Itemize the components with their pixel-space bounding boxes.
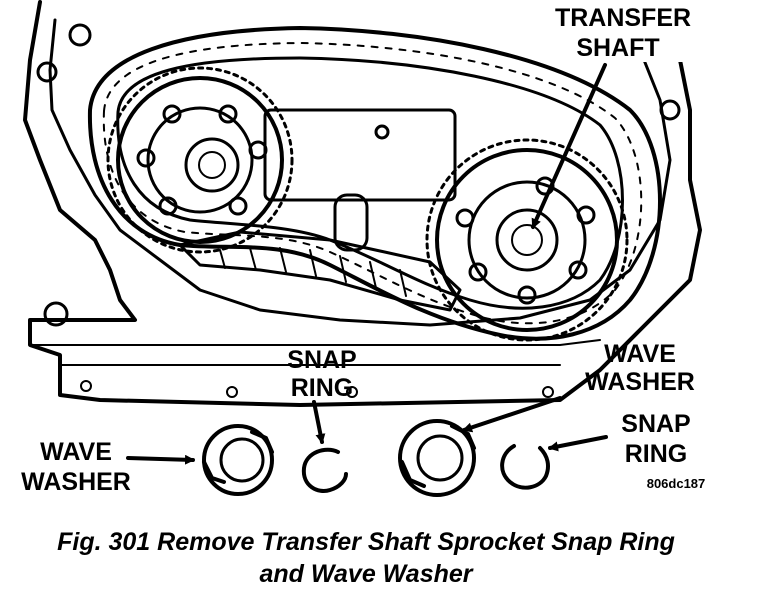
label-snap-ring-right-line1: SNAP bbox=[621, 410, 690, 438]
label-transfer-shaft-line2: SHAFT bbox=[576, 34, 659, 62]
label-snap-ring-center-line1: SNAP bbox=[287, 346, 356, 374]
label-wave-washer-right-line1: WAVE bbox=[604, 340, 676, 368]
snap-ring-center-part bbox=[301, 447, 348, 493]
label-snap-ring-right-line2: RING bbox=[625, 440, 688, 468]
arrow-wave-washer-left bbox=[126, 454, 195, 465]
front-sprocket bbox=[106, 66, 294, 254]
arrow-transfer-shaft bbox=[531, 63, 607, 229]
label-transfer-shaft-line1: TRANSFER bbox=[555, 4, 691, 32]
caption-line2: and Wave Washer bbox=[259, 560, 473, 588]
arrow-wave-washer-right bbox=[462, 396, 562, 433]
leader-arrows bbox=[126, 63, 608, 465]
caption-line1: Fig. 301 Remove Transfer Shaft Sprocket … bbox=[57, 528, 675, 556]
transfer-shaft-sprocket bbox=[425, 138, 629, 342]
case-housing bbox=[23, 0, 702, 407]
label-wave-washer-left-line1: WAVE bbox=[40, 438, 112, 466]
label-wave-washer-right-line2: WASHER bbox=[585, 368, 695, 396]
drive-chain bbox=[87, 26, 662, 341]
wave-washer-right-part bbox=[398, 419, 476, 497]
center-pump-assembly bbox=[178, 108, 462, 312]
snap-ring-right-part bbox=[500, 444, 550, 490]
label-wave-washer-left-line2: WASHER bbox=[21, 468, 131, 496]
arrow-snap-ring-right bbox=[548, 435, 608, 452]
wave-washer-left-part bbox=[202, 424, 274, 496]
arrow-snap-ring-center bbox=[312, 400, 326, 444]
figure-code: 806dc187 bbox=[647, 476, 706, 491]
label-snap-ring-center-line2: RING bbox=[291, 374, 354, 402]
